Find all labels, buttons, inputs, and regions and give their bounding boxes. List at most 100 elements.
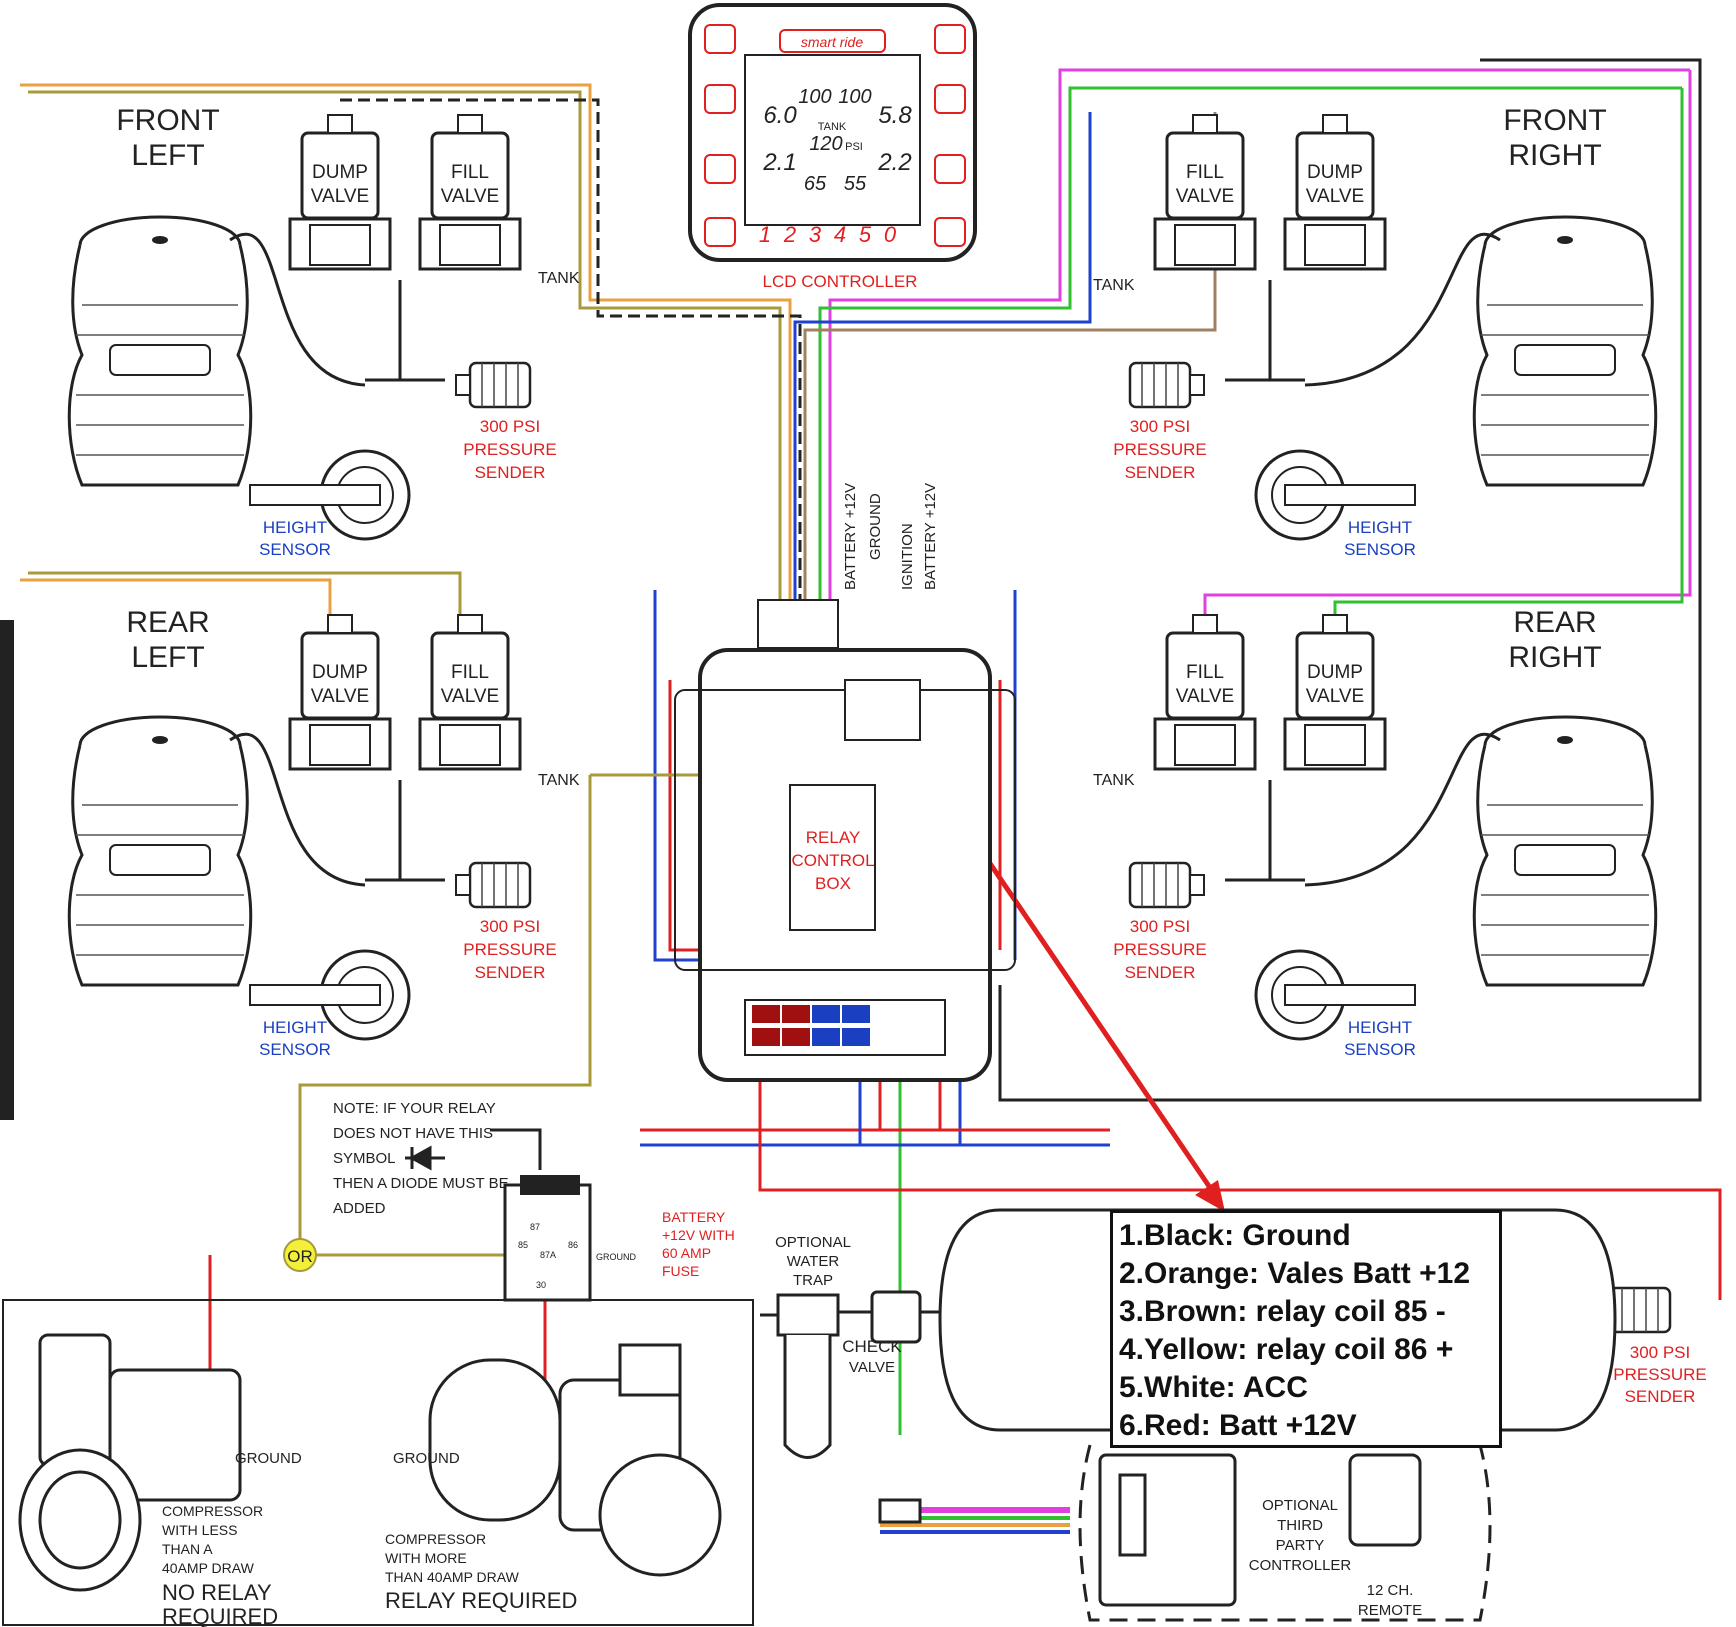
water-trap-label: WATER — [787, 1253, 840, 1270]
legend-item-1: 1.Black: Ground — [1119, 1219, 1351, 1252]
lcd-controller[interactable] — [688, 3, 977, 262]
battery-fuse-label: +12V WITH — [662, 1227, 735, 1243]
relay — [503, 1175, 592, 1302]
rear-right-label-1: REAR — [1513, 606, 1596, 639]
rear-left-label-1: REAR — [126, 606, 209, 639]
compressor-large-label: THAN 40AMP DRAW — [385, 1569, 520, 1585]
note-line: ADDED — [333, 1200, 386, 1217]
remote-label: 12 CH. — [1367, 1582, 1414, 1599]
water-trap-label: OPTIONAL — [775, 1234, 851, 1251]
lcd-right-height: 5.8 — [878, 102, 912, 129]
controller-buttons[interactable] — [704, 24, 966, 247]
lcd-rear-left-height: 2.1 — [762, 149, 796, 176]
lcd-top-right-psi: 100 — [838, 86, 871, 108]
preset-button-0[interactable]: 0 — [884, 222, 897, 247]
note-line: NOTE: IF YOUR RELAY — [333, 1100, 496, 1117]
lcd-tank-psi: 120 — [809, 133, 842, 155]
height-sensor-label: SENSOR — [1344, 1040, 1416, 1059]
water-trap — [760, 1290, 950, 1459]
note-line: SYMBOL — [333, 1150, 396, 1167]
wire-color-legend: 1.Black: Ground 2.Orange: Vales Batt +12… — [1110, 1210, 1502, 1448]
relay-box-label-1: RELAY — [806, 828, 861, 847]
sender-label: SENDER — [1125, 463, 1196, 482]
sender-label: 300 PSI — [1630, 1343, 1691, 1362]
air-lines — [229, 232, 1501, 887]
water-trap-label: TRAP — [793, 1272, 833, 1289]
legend-item-4: 4.Yellow: relay coil 86 + — [1119, 1333, 1454, 1366]
lcd-tank-label: TANK — [818, 121, 847, 133]
relay-required-label: RELAY REQUIRED — [385, 1588, 577, 1613]
sender-label: SENDER — [1625, 1387, 1696, 1406]
sender-label: SENDER — [475, 463, 546, 482]
relay-control-box — [674, 599, 1016, 1082]
height-sensor-label: HEIGHT — [1348, 1018, 1412, 1037]
preset-button-4[interactable]: 4 — [834, 222, 846, 247]
relay-pin: 30 — [536, 1280, 546, 1290]
compressor-large-label: WITH MORE — [385, 1550, 467, 1566]
sender-label: PRESSURE — [463, 940, 557, 959]
valve-label: VALVE — [311, 686, 369, 707]
diode-icon — [405, 1128, 542, 1171]
third-party-label: THIRD — [1277, 1517, 1323, 1534]
preset-button-3[interactable]: 3 — [809, 222, 822, 247]
no-relay-label: REQUIRED — [162, 1604, 278, 1627]
note-line: DOES NOT HAVE THIS — [333, 1125, 493, 1142]
relay-pin: GROUND — [596, 1252, 636, 1262]
sender-label: PRESSURE — [1613, 1365, 1707, 1384]
compressor-large — [428, 1343, 722, 1577]
pressure-sender-front-right — [1128, 361, 1206, 409]
rear-left-label-2: LEFT — [131, 641, 204, 674]
compressor-small — [2, 1299, 754, 1626]
sender-label: 300 PSI — [1130, 917, 1191, 936]
legend-item-6: 6.Red: Batt +12V — [1119, 1409, 1357, 1442]
preset-buttons[interactable]: 1 2 3 4 5 0 — [759, 222, 897, 247]
preset-button-2[interactable]: 2 — [783, 222, 796, 247]
valve-label: DUMP — [312, 162, 368, 183]
air-bag-rear-right — [1472, 715, 1658, 987]
relay-box-label-2: CONTROL — [791, 851, 874, 870]
height-sensor-label: SENSOR — [1344, 540, 1416, 559]
lcd-rear-right-psi: 55 — [844, 173, 867, 195]
relay-pin: 86 — [568, 1240, 578, 1250]
lcd-rear-left-psi: 65 — [804, 173, 827, 195]
preset-button-1[interactable]: 1 — [759, 222, 771, 247]
third-party-label: OPTIONAL — [1262, 1497, 1338, 1514]
note-line: THEN A DIODE MUST BE — [333, 1175, 509, 1192]
lcd-top-left-psi: 100 — [798, 86, 831, 108]
battery-fuse-label: BATTERY — [662, 1209, 726, 1225]
remote-label: REMOTE — [1358, 1602, 1422, 1619]
valve-label: DUMP — [1307, 662, 1363, 683]
front-left-label-2: LEFT — [131, 139, 204, 172]
valve-label: VALVE — [1306, 686, 1364, 707]
tank-label: TANK — [538, 270, 580, 287]
sender-label: PRESSURE — [1113, 440, 1207, 459]
compressor-small-label: THAN A — [162, 1541, 213, 1557]
lcd-psi-unit: PSI — [845, 141, 863, 153]
pressure-sender-rear-left — [454, 861, 532, 909]
third-party-label: PARTY — [1276, 1537, 1325, 1554]
sender-label: PRESSURE — [1113, 940, 1207, 959]
height-sensor-label: SENSOR — [259, 1040, 331, 1059]
wire-label-ignition: IGNITION — [899, 523, 916, 590]
valve-label: FILL — [451, 662, 489, 683]
tank-label: TANK — [538, 772, 580, 789]
valve-label: VALVE — [311, 186, 369, 207]
relay-pin: 85 — [518, 1240, 528, 1250]
front-right-label-1: FRONT — [1503, 104, 1606, 137]
tank-label: TANK — [1093, 772, 1135, 789]
battery-fuse-label: 60 AMP — [662, 1245, 711, 1261]
legend-item-5: 5.White: ACC — [1119, 1371, 1308, 1404]
no-relay-label: NO RELAY — [162, 1580, 272, 1605]
third-party-controller — [878, 1444, 1492, 1622]
or-label: OR — [287, 1247, 313, 1266]
pressure-sender-rear-right — [1128, 861, 1206, 909]
battery-fuse-label: FUSE — [662, 1263, 699, 1279]
valve-label: VALVE — [1306, 186, 1364, 207]
valve-label: DUMP — [1307, 162, 1363, 183]
valve-label: VALVE — [441, 186, 499, 207]
lcd-controller-label: LCD CONTROLLER — [763, 272, 918, 291]
air-bag-front-right — [1472, 215, 1658, 487]
sender-label: SENDER — [475, 963, 546, 982]
preset-button-5[interactable]: 5 — [859, 222, 872, 247]
front-left-label-1: FRONT — [116, 104, 219, 137]
